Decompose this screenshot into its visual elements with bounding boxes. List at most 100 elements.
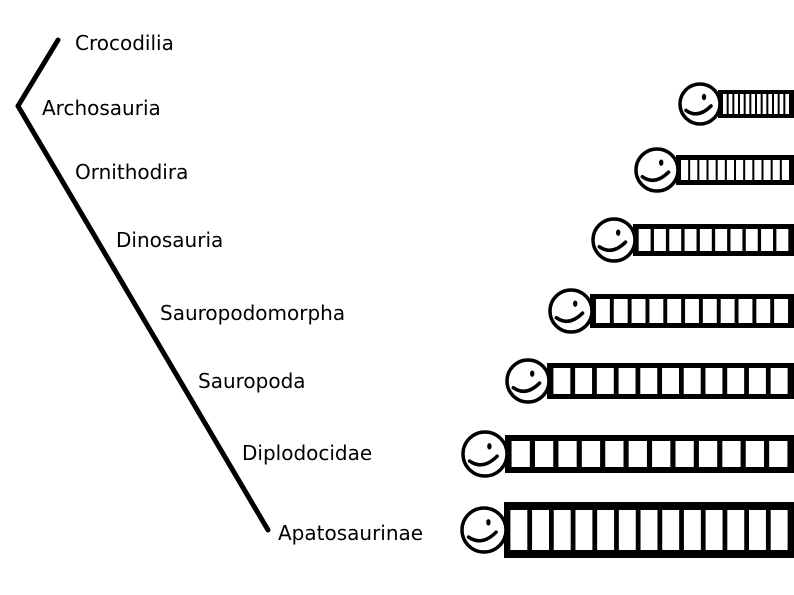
eye bbox=[701, 93, 707, 101]
vertebra bbox=[761, 229, 774, 251]
label-sauropoda: Sauropoda bbox=[198, 369, 306, 393]
vertebra bbox=[770, 368, 788, 394]
eye bbox=[573, 300, 578, 307]
vertebra bbox=[510, 510, 528, 550]
mouth bbox=[554, 311, 585, 324]
vertebra bbox=[681, 160, 689, 180]
vertebra bbox=[596, 368, 614, 394]
vertebra bbox=[640, 368, 658, 394]
eye bbox=[616, 229, 621, 236]
head-sauropoda bbox=[505, 358, 551, 404]
neck-row-apatosaurinae bbox=[460, 502, 794, 558]
vertebra bbox=[730, 229, 743, 251]
eye bbox=[487, 443, 492, 450]
vertebra bbox=[690, 160, 698, 180]
vertebra bbox=[705, 368, 723, 394]
vertebra bbox=[749, 510, 766, 550]
neck-row-sauropoda bbox=[505, 358, 794, 404]
vertebra bbox=[754, 160, 762, 180]
tree-branches bbox=[15, 37, 271, 533]
vertebra bbox=[684, 229, 697, 251]
vertebra bbox=[553, 368, 571, 394]
vertebra bbox=[757, 94, 761, 114]
mouth bbox=[684, 104, 713, 116]
vertebra bbox=[768, 94, 772, 114]
vertebra bbox=[669, 229, 682, 251]
vertebra bbox=[762, 94, 767, 114]
label-archosauria: Archosauria bbox=[42, 96, 161, 120]
vertebra bbox=[628, 441, 647, 467]
neck-row-diplodocidae bbox=[461, 430, 794, 478]
vertebra bbox=[575, 510, 593, 550]
vertebra bbox=[705, 510, 723, 550]
vertebra bbox=[776, 229, 789, 251]
vertebra bbox=[723, 94, 727, 114]
vertebra bbox=[613, 299, 628, 323]
vertebra bbox=[581, 441, 601, 467]
mouth bbox=[467, 454, 499, 467]
head-ornithodira bbox=[634, 147, 680, 193]
neck-row-dinosauria bbox=[591, 217, 794, 263]
vertebra bbox=[699, 229, 712, 251]
vertebra bbox=[722, 441, 741, 467]
mouth bbox=[511, 381, 542, 394]
vertebra bbox=[745, 160, 753, 180]
vertebra bbox=[662, 368, 679, 394]
vertebra bbox=[675, 441, 694, 467]
vertebra bbox=[662, 510, 680, 550]
vertebra bbox=[738, 299, 753, 323]
mouth bbox=[640, 170, 671, 183]
clade-labels: Crocodilia Archosauria Ornithodira Dinos… bbox=[42, 31, 423, 545]
vertebra bbox=[734, 94, 738, 114]
vertebra bbox=[720, 299, 735, 323]
vertebra bbox=[649, 299, 664, 323]
neck-illustrations bbox=[460, 82, 794, 558]
vertebra bbox=[667, 299, 682, 323]
vertebra bbox=[532, 510, 549, 550]
head-sauropodomorpha bbox=[548, 288, 594, 334]
vertebra bbox=[534, 441, 554, 467]
neck-row-sauropodomorpha bbox=[548, 288, 794, 334]
main-branch bbox=[15, 103, 271, 533]
vertebra bbox=[638, 229, 651, 251]
vertebra bbox=[683, 510, 701, 550]
vertebra bbox=[702, 299, 717, 323]
label-sauropodomorpha: Sauropodomorpha bbox=[160, 301, 345, 325]
vertebra bbox=[745, 94, 750, 114]
vertebra bbox=[652, 441, 671, 467]
vertebra bbox=[511, 441, 530, 467]
vertebra bbox=[575, 368, 593, 394]
vertebra bbox=[740, 94, 744, 114]
vertebra bbox=[553, 510, 571, 550]
vertebra bbox=[558, 441, 577, 467]
label-diplodocidae: Diplodocidae bbox=[242, 441, 372, 465]
vertebra bbox=[653, 229, 666, 251]
vertebra bbox=[727, 368, 745, 394]
vertebra bbox=[708, 160, 716, 180]
label-apatosaurinae: Apatosaurinae bbox=[278, 521, 423, 545]
vertebra bbox=[769, 441, 788, 467]
vertebra bbox=[726, 160, 734, 180]
vertebra bbox=[774, 299, 789, 323]
vertebra bbox=[779, 94, 784, 114]
head-apatosaurinae bbox=[460, 506, 508, 554]
neck-row-archosauria bbox=[678, 82, 794, 126]
vertebra bbox=[770, 510, 788, 550]
vertebra bbox=[717, 160, 725, 180]
vertebra bbox=[698, 441, 718, 467]
label-dinosauria: Dinosauria bbox=[116, 228, 223, 252]
vertebra bbox=[785, 94, 789, 114]
crocodilia-branch bbox=[15, 37, 61, 109]
vertebra bbox=[728, 94, 733, 114]
vertebra bbox=[683, 368, 701, 394]
vertebra bbox=[736, 160, 744, 180]
vertebra bbox=[751, 94, 755, 114]
head-archosauria bbox=[678, 82, 722, 126]
label-ornithodira: Ornithodira bbox=[75, 160, 188, 184]
mouth bbox=[466, 530, 498, 543]
vertebra bbox=[763, 160, 771, 180]
vertebra bbox=[781, 160, 789, 180]
vertebra bbox=[699, 160, 707, 180]
vertebra bbox=[772, 160, 780, 180]
